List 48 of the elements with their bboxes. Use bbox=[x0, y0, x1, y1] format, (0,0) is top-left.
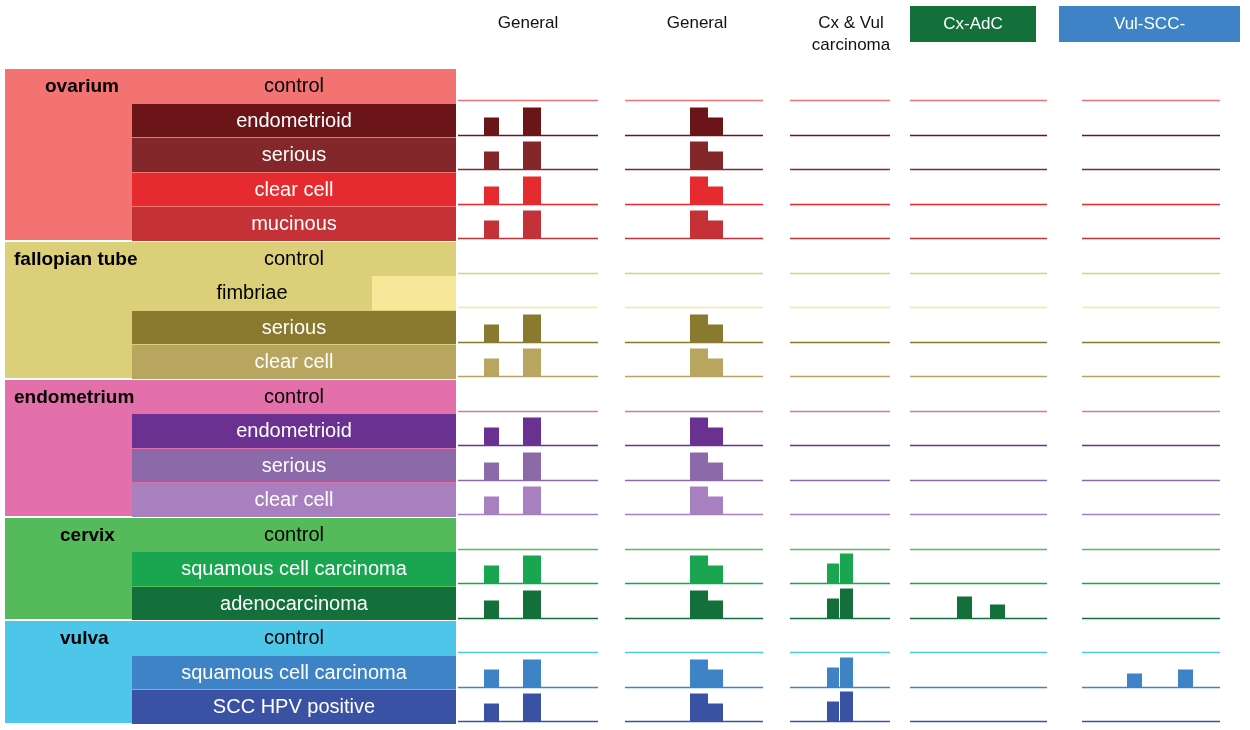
subtype-row bbox=[132, 552, 456, 586]
row-label: endometrioid bbox=[236, 419, 352, 443]
organ-band bbox=[5, 621, 456, 723]
header-tag: Vul-SCC- bbox=[1059, 6, 1240, 42]
header-tag: Cx-AdC bbox=[910, 6, 1036, 42]
subtype-row bbox=[132, 655, 456, 689]
organ-band bbox=[5, 241, 456, 378]
column-heading: General bbox=[665, 12, 729, 34]
row-label: squamous cell carcinoma bbox=[181, 557, 407, 581]
subtype-row bbox=[132, 345, 456, 379]
subtype-row bbox=[132, 690, 456, 724]
column-heading: General bbox=[496, 12, 560, 34]
subtype-row bbox=[132, 310, 456, 344]
row-label: control bbox=[264, 384, 324, 408]
row-label: clear cell bbox=[254, 177, 334, 201]
row-label: mucinous bbox=[251, 212, 337, 236]
row-label: control bbox=[264, 626, 324, 650]
organ-band bbox=[5, 517, 456, 619]
row-label: control bbox=[264, 74, 324, 98]
subtype-row bbox=[132, 103, 456, 137]
subtype-row bbox=[132, 448, 456, 482]
organ-label: vulva bbox=[60, 627, 109, 649]
organ-label: ovarium bbox=[45, 75, 119, 97]
row-label: serious bbox=[261, 315, 327, 339]
row-label: serious bbox=[261, 143, 327, 167]
row-label: endometrioid bbox=[236, 108, 352, 132]
organ-label: endometrium bbox=[14, 385, 135, 408]
subtype-row bbox=[132, 207, 456, 241]
row-label: SCC HPV positive bbox=[212, 695, 376, 719]
row-label: clear cell bbox=[254, 350, 334, 374]
row-label: clear cell bbox=[254, 488, 334, 512]
organ-label: fallopian tube bbox=[14, 247, 138, 270]
row-label: adenocarcinoma bbox=[220, 591, 368, 615]
row-label: fimbriae bbox=[216, 281, 288, 305]
row-label: serious bbox=[261, 453, 327, 477]
subtype-row bbox=[132, 483, 456, 517]
subtype-row bbox=[132, 138, 456, 172]
row-label: squamous cell carcinoma bbox=[181, 660, 407, 684]
organ-label: cervix bbox=[60, 523, 115, 546]
row-label: control bbox=[264, 246, 324, 270]
row-label: control bbox=[264, 522, 324, 546]
subtype-row bbox=[132, 172, 456, 206]
column-heading: Cx & Vul carcinoma bbox=[810, 12, 892, 56]
organ-band bbox=[5, 69, 456, 240]
subtype-row bbox=[132, 414, 456, 448]
subtype-row bbox=[132, 586, 456, 620]
color-block bbox=[372, 276, 456, 310]
organ-band bbox=[5, 379, 456, 516]
